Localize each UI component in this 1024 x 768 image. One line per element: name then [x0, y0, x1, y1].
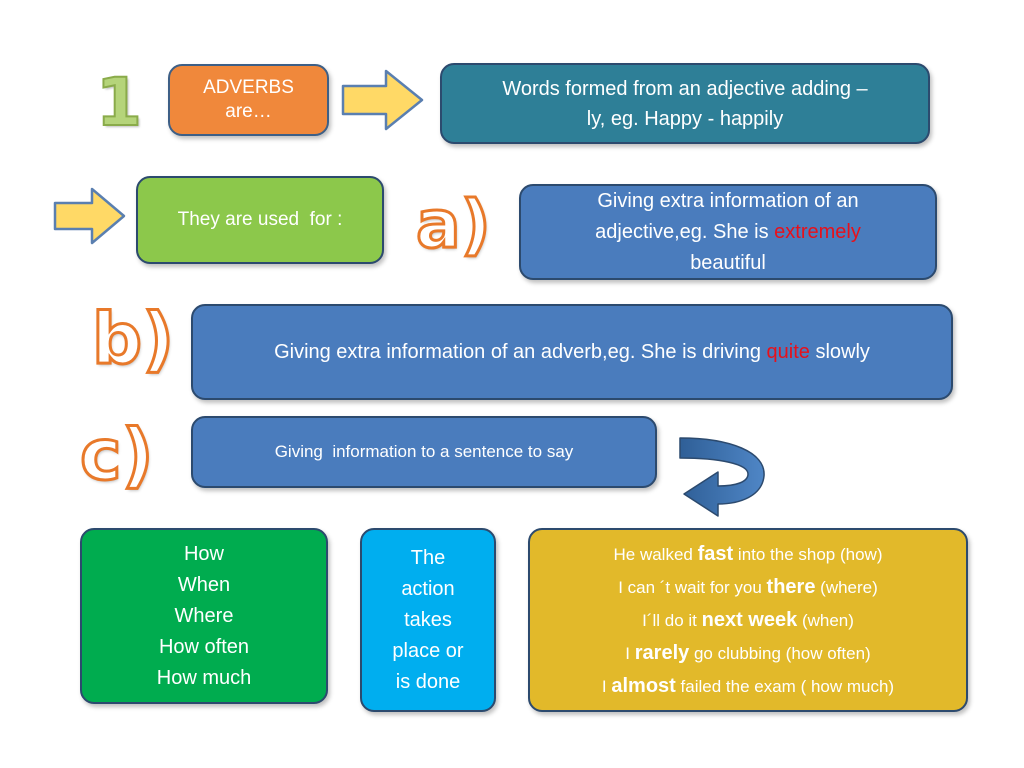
question-item: How often — [158, 635, 250, 658]
definition-box: Words formed from an adjective adding – … — [440, 63, 930, 144]
box-c-text: Giving information to a sentence to say — [274, 442, 574, 461]
question-item: How — [183, 542, 224, 565]
highlight-quite: quite — [766, 340, 810, 363]
box-b-text: Giving extra information of an adverb,eg… — [274, 341, 870, 364]
arrow-right-icon — [341, 69, 424, 131]
box-c: Giving information to a sentence to say — [191, 416, 657, 488]
highlight-extremely: extremely — [774, 220, 861, 243]
action-line: The — [410, 546, 446, 569]
example-adverb: rarely — [634, 641, 690, 664]
example-text: (when) — [797, 610, 854, 630]
box-a-line3: beautiful — [690, 251, 766, 274]
definition-line2: ly, eg. Happy - happily — [586, 107, 784, 130]
question-item: How much — [156, 666, 252, 689]
used-for-text: They are used for : — [177, 209, 343, 230]
box-a-line1: Giving extra information of an — [597, 189, 859, 212]
section-number: 1 — [95, 64, 143, 141]
example-adverb: next week — [701, 608, 798, 631]
adverbs-line2: are… — [225, 101, 272, 122]
box-a-line2: adjective,eg. She is extremely — [595, 217, 861, 248]
example-row: I´ll do it next week (when) — [642, 604, 854, 637]
box-b-post: slowly — [809, 340, 870, 363]
example-row: He walked fast into the shop (how) — [614, 538, 883, 571]
action-line: place or — [392, 639, 464, 662]
example-adverb: there — [766, 575, 816, 598]
example-adverb: almost — [611, 674, 676, 697]
box-b: Giving extra information of an adverb,eg… — [191, 304, 953, 400]
questions-box: How When Where How often How much — [80, 528, 328, 704]
arrow-right-icon — [53, 187, 126, 245]
example-text: I — [601, 676, 612, 696]
adverbs-box: ADVERBS are… — [168, 64, 329, 136]
definition-line1: Words formed from an adjective adding – — [502, 77, 868, 100]
example-text: failed the exam ( how much) — [675, 676, 895, 696]
example-row: I can ´t wait for you there (where) — [618, 571, 878, 604]
example-text: (where) — [815, 577, 878, 597]
example-text: He walked — [613, 544, 698, 564]
example-adverb: fast — [697, 542, 734, 565]
example-text: into the shop (how) — [733, 544, 883, 564]
examples-box: He walked fast into the shop (how) I can… — [528, 528, 968, 712]
box-b-pre: Giving extra information of an adverb,eg… — [274, 340, 767, 363]
letter-a: a) — [415, 186, 493, 263]
curved-arrow-icon — [679, 437, 765, 517]
used-for-box: They are used for : — [136, 176, 384, 264]
box-a: Giving extra information of an adjective… — [519, 184, 937, 280]
example-text: I can ´t wait for you — [618, 577, 767, 597]
action-line: action — [401, 577, 455, 600]
action-box: The action takes place or is done — [360, 528, 496, 712]
example-text: I — [625, 643, 635, 663]
question-item: When — [177, 573, 231, 596]
example-row: I rarely go clubbing (how often) — [625, 637, 870, 670]
adverbs-line1: ADVERBS — [203, 77, 294, 98]
example-text: I´ll do it — [642, 610, 702, 630]
example-text: go clubbing (how often) — [689, 643, 871, 663]
action-line: takes — [404, 608, 452, 631]
letter-b: b) — [90, 298, 175, 380]
example-row: I almost failed the exam ( how much) — [602, 670, 894, 703]
box-a-line2-text: adjective,eg. She is — [595, 220, 775, 243]
letter-c: c) — [79, 414, 155, 496]
question-item: Where — [174, 604, 234, 627]
action-line: is done — [395, 670, 461, 693]
